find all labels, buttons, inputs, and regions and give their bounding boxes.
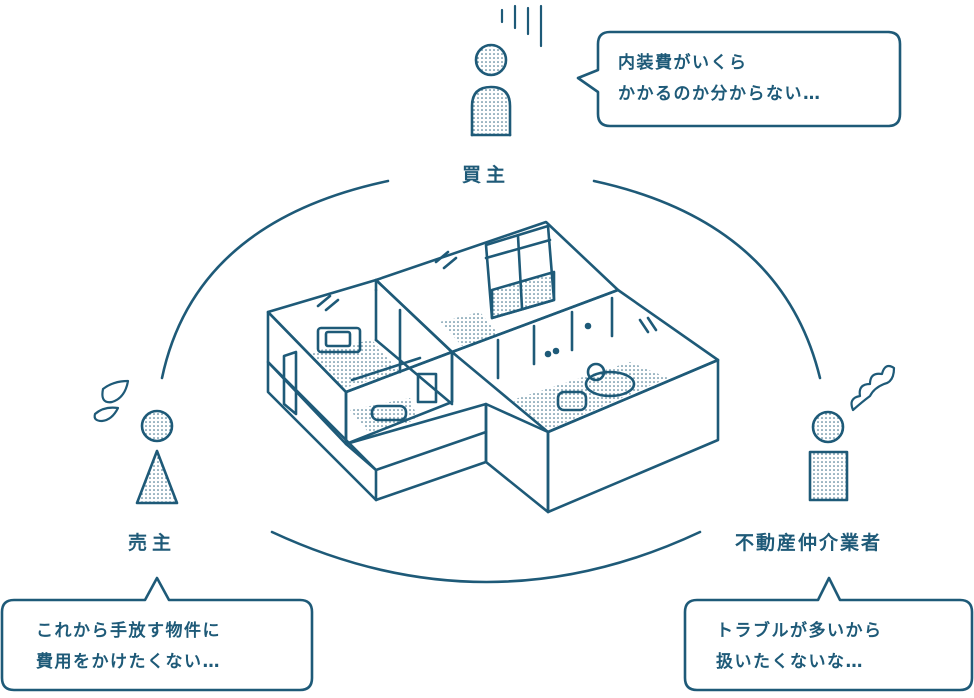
bubble-seller-shape [0, 576, 314, 692]
bubble-seller-line-2: 費用をかけたくない… [36, 652, 221, 672]
bubble-buyer-shape [576, 30, 902, 128]
bubble-seller-line-1: これから手放す物件に [36, 621, 221, 641]
floor-plan-illustration [266, 220, 720, 514]
person-seller-icon [135, 409, 179, 505]
bubble-buyer-text: 内装費がいくら かかるのか分からない… [618, 48, 822, 110]
scribble-icon [850, 364, 896, 412]
sweat-drops-icon [93, 379, 130, 423]
bubble-buyer-line-1: 内装費がいくら [618, 53, 748, 73]
cycle-arc-top-left [160, 179, 390, 380]
bubble-agent-text: トラブルが多いから 扱いたくないな… [716, 616, 883, 678]
cycle-arc-bottom [270, 530, 702, 584]
bubble-buyer-line-2: かかるのか分からない… [618, 84, 822, 104]
bubble-agent-shape [683, 576, 974, 692]
person-agent-icon [808, 410, 849, 502]
bubble-agent-line-2: 扱いたくないな… [716, 652, 864, 672]
bubble-agent-line-1: トラブルが多いから [716, 621, 883, 641]
bubble-seller-text: これから手放す物件に 費用をかけたくない… [36, 616, 221, 678]
worry-lines-icon [500, 4, 543, 48]
cycle-arc-top-right [592, 179, 822, 380]
role-label-agent: 不動産仲介業者 [735, 532, 883, 554]
person-buyer-icon [470, 43, 512, 137]
role-label-buyer: 買主 [462, 164, 511, 186]
role-label-seller: 売主 [128, 532, 177, 554]
